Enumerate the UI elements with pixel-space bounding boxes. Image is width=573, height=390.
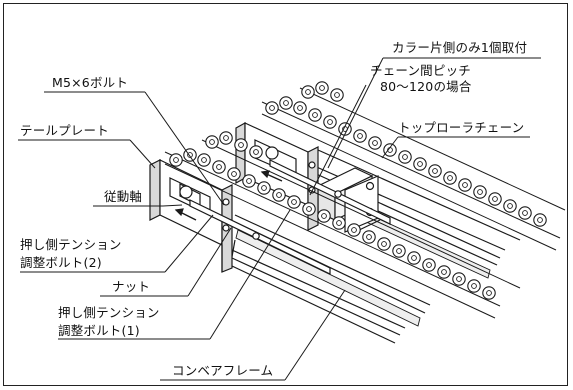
label-top-roller-chain: トップローラチェーン — [398, 120, 525, 135]
label-chain-pitch-line1: チェーン間ピッチ — [370, 63, 471, 78]
driven-shaft — [189, 159, 391, 275]
leader-lines — [18, 57, 541, 381]
label-push-tension-bolt2-line1: 押し側テンション — [20, 237, 122, 252]
label-push-tension-bolt2-line2: 調整ボルト(2) — [20, 255, 102, 270]
label-push-tension-bolt1-line1: 押し側テンション — [58, 305, 160, 320]
label-nut: ナット — [112, 279, 151, 294]
top-roller-chain-rear — [261, 96, 561, 251]
label-conveyor-frame: コンベアフレーム — [172, 363, 274, 378]
label-push-tension-bolt1-line2: 調整ボルト(1) — [58, 323, 140, 338]
top-roller-chain-rear-inner — [299, 81, 566, 211]
label-tail-plate: テールプレート — [20, 123, 109, 138]
label-m5-bolt: M5×6ボルト — [52, 75, 129, 90]
label-collar-one-side: カラー片側のみ1個取付 — [392, 40, 528, 55]
label-chain-pitch-line2: 80～120の場合 — [380, 79, 472, 94]
label-driven-shaft: 従動軸 — [104, 189, 143, 204]
diagram-border — [3, 3, 568, 386]
top-roller-chain-front — [164, 148, 501, 319]
top-roller-chain-middle — [201, 131, 521, 289]
